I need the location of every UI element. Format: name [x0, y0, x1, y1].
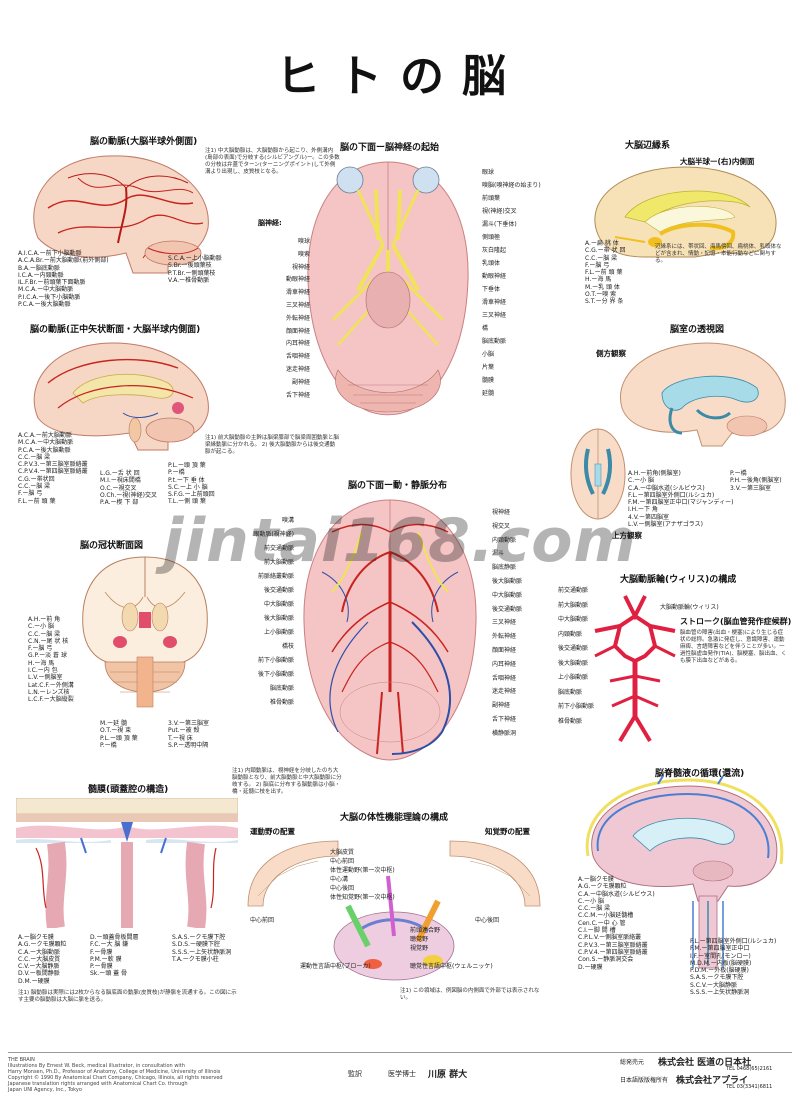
arteries-lateral-illustration: [33, 155, 209, 274]
sensory-labels: 中心後回: [475, 917, 500, 924]
section-title-ventricles-top: 上方観察: [612, 531, 642, 540]
artery-labels-left: 嗅溝眼動脈(視神経)前交通動脈前大脳動脈前脈絡叢動脈後交通動脈中大脳動脈後大脳動…: [253, 517, 294, 706]
section-title-ventricles: 脳室の透視図: [670, 325, 725, 335]
arteries-veins-illustration: [303, 499, 477, 761]
footer-publisher-tel: TEL 03(3341)6811: [726, 1084, 773, 1090]
section-title-arteries-veins: 脳の下面ー動・静脈分布: [348, 481, 448, 491]
section-title-motor: 運動野の配置: [250, 827, 295, 836]
section-title-cranial-nerves: 脳の下面ー脳神経の起始: [340, 143, 440, 153]
somatic-labels-b: 前頭連合野聴覚野視覚野: [410, 927, 441, 952]
willis-illustration: [594, 595, 676, 743]
footer-publisher-label: 日本語版版権所有: [620, 1077, 669, 1084]
section-title-somatic: 大脳の体性機能理論の構成: [340, 813, 449, 823]
section-title-coronal: 脳の冠状断面図: [80, 541, 144, 551]
coronal-section-illustration: [82, 556, 208, 708]
section-title-stroke: ストローク(脳血管発作症候群): [680, 617, 792, 626]
meninges-illustration: [16, 798, 238, 928]
note-cranial-nerves: 注1) 中大脳動脈は、大脳動脈から起こり、外側溝内(島部の表面)で分岐する(シル…: [205, 148, 340, 175]
willis-labels-left: 前交通動脈前大脳動脈中大脳動脈内頸動脈後交通動脈後大脳動脈上小脳動脈脳底動脈前下…: [558, 587, 595, 725]
cranial-nerves-subtitle: 脳神経:: [258, 219, 282, 227]
note-somatic: 注1) この領域は、例図脳の内側面で外部では表示されない。: [400, 988, 540, 1001]
csf-illustration: [585, 776, 784, 969]
footer-distributor-label: 総発売元: [620, 1059, 645, 1066]
somatic-labels-c: 運動性言語中枢(ブローカ): [300, 963, 371, 970]
section-title-arteries-lateral: 脳の動脈(大脳半球外側面): [90, 137, 198, 147]
limbic-illustration: [594, 166, 777, 258]
note-stroke: 脳血管の障害(出血・梗塞)により生じる症状の総称。急激に発症し、意識障害、運動麻…: [680, 630, 787, 664]
cranial-nerve-labels-left: 嗅球嗅索視神経動眼神経滑車神経三叉神経外転神経顔面神経内耳神経舌咽神経迷走神経副…: [285, 238, 310, 399]
section-title-arteries-medial: 脳の動脈(正中矢状断面・大脳半球内側面): [30, 325, 201, 335]
footer-credential: 医学博士: [388, 1070, 416, 1078]
somatic-labels: 大脳皮質中心前回体性運動野(第一次中枢)中心溝中心後回体性知覚野(第一次中枢): [330, 849, 395, 901]
footer-distributor: 株式会社 医道の日本社: [658, 1058, 752, 1068]
section-title-meninges: 髄膜(頭蓋腔の構造): [88, 785, 169, 795]
note-arteries-bottom: 注1) 内頸動脈は、視神経を分岐したのち大脳動脈となり、前大脳動脈と中大脳動脈に…: [232, 768, 342, 795]
section-title-willis: 大脳動脈輪(ウィリス)の構成: [620, 575, 737, 585]
footer-supervisor: 川原 群大: [428, 1070, 468, 1080]
ventricles-top-illustration: [570, 428, 626, 520]
somatic-labels-d: 聴覚性言語中枢(ウェルニッケ): [410, 963, 493, 970]
motor-labels: 中心前回: [250, 917, 275, 924]
footer-distributor-tel: TEL 0468(65)2161: [726, 1066, 773, 1072]
note-limbic: 辺縁系には、帯状回、海馬傍回、扁桃体、乳頭体などが含まれ、情動・記憶・本能行動な…: [655, 244, 782, 264]
section-title-limbic-sub: 大脳半球ー(右)内側面: [680, 157, 755, 166]
section-title-csf: 脳脊髄液の循環(還流): [655, 769, 745, 779]
note-meninges: 注1) 脳動脈は実際には2枚からなる脳底面の動脈(皮質枝)が静脈を流通する。この…: [18, 990, 237, 1003]
footer-publisher: 株式会社アプライ: [676, 1076, 749, 1086]
cranial-nerves-illustration: [307, 161, 469, 416]
ventricles-lateral-illustration: [620, 342, 786, 447]
willis-labels-right: 大脳動脈輪(ウィリス): [660, 604, 719, 611]
footer-supervision-label: 監訳: [348, 1070, 362, 1078]
section-title-sensory: 知覚野の配置: [485, 827, 530, 836]
note-arteries-veins: 注1) 前大脳動脈の主幹は脳梁膝部で脳梁周囲動脈と脳梁縁動脈に分かれる。 2) …: [205, 435, 339, 455]
somatic-illustration: [247, 840, 541, 981]
cranial-nerve-labels-right: 眼球嗅脳(嗅神経の始まり)前頭葉視(神経)交叉漏斗(下垂体)側頭極灰白隆起乳頭体…: [482, 169, 541, 397]
page-title: ヒトの脳: [276, 51, 524, 102]
watermark-text: jintai168.com: [163, 506, 637, 576]
arteries-medial-illustration: [33, 342, 209, 451]
artery-labels-right: 視神経視交叉内頸動脈漏斗脳底静脈後大脳動脈中大脳動脈後交通動脈三叉神経外転神経顔…: [492, 509, 523, 737]
section-title-ventricles-lateral: 側方観察: [596, 349, 626, 358]
section-title-limbic: 大脳辺縁系: [625, 141, 671, 151]
